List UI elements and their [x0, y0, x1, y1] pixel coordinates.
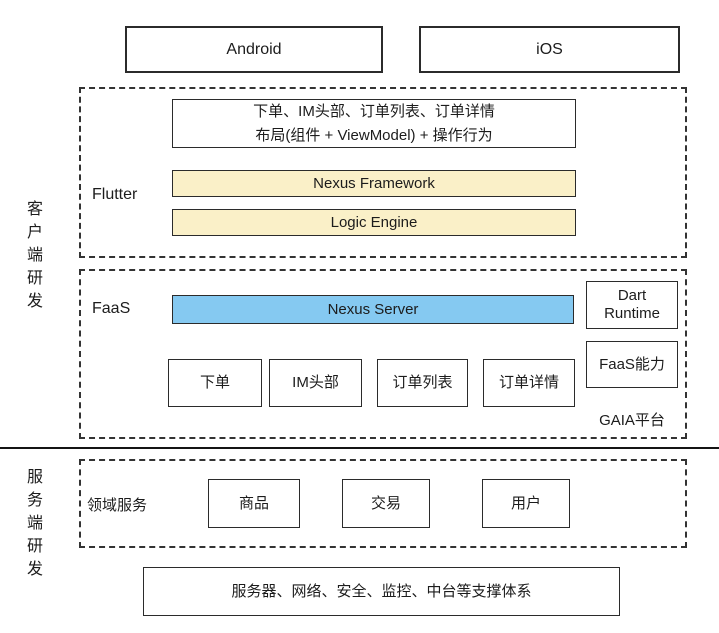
client-side-label: 客户端研发	[24, 200, 41, 315]
nexus-framework-box: Nexus Framework	[172, 170, 576, 197]
module-label: IM头部	[292, 374, 339, 391]
service-box-user: 用户	[482, 479, 570, 528]
dart-runtime-line2: Runtime	[604, 305, 660, 322]
nexus-framework-label: Nexus Framework	[313, 174, 435, 192]
flutter-content-line2: 布局(组件 + ViewModel) + 操作行为	[255, 126, 493, 144]
gaia-platform-label: GAIA平台	[599, 412, 665, 429]
flutter-content-box: 下单、IM头部、订单列表、订单详情 布局(组件 + ViewModel) + 操…	[172, 99, 576, 148]
ios-box: iOS	[419, 26, 680, 73]
service-box-goods: 商品	[208, 479, 300, 528]
module-label: 订单详情	[498, 374, 559, 391]
service-box-trade: 交易	[342, 479, 430, 528]
flutter-section	[79, 87, 687, 258]
module-box-im-header: IM头部	[269, 359, 362, 407]
nexus-server-label: Nexus Server	[327, 300, 419, 318]
server-side-label: 服务端研发	[24, 468, 41, 583]
faas-section	[79, 269, 687, 439]
infrastructure-label: 服务器、网络、安全、监控、中台等支撑体系	[231, 582, 532, 600]
faas-label: FaaS	[92, 300, 131, 317]
module-label: 下单	[199, 374, 230, 391]
service-label: 用户	[510, 494, 541, 512]
module-box-order-list: 订单列表	[377, 359, 468, 407]
dart-runtime-line1: Dart	[617, 287, 647, 304]
flutter-label: Flutter	[92, 186, 138, 203]
ios-label: iOS	[536, 40, 563, 58]
module-label: 订单列表	[392, 374, 453, 391]
faas-capability-box: FaaS能力	[586, 341, 678, 388]
module-box-order: 下单	[168, 359, 262, 407]
module-box-order-detail: 订单详情	[483, 359, 575, 407]
flutter-content-line1: 下单、IM头部、订单列表、订单详情	[253, 102, 495, 120]
faas-capability-label: FaaS能力	[599, 355, 665, 373]
logic-engine-label: Logic Engine	[330, 213, 418, 231]
logic-engine-box: Logic Engine	[172, 209, 576, 236]
android-box: Android	[125, 26, 383, 73]
service-label: 商品	[238, 494, 269, 512]
domain-services-section	[79, 459, 687, 548]
infrastructure-box: 服务器、网络、安全、监控、中台等支撑体系	[143, 567, 620, 616]
android-label: Android	[226, 40, 282, 58]
service-label: 交易	[370, 494, 401, 512]
dart-runtime-box: Dart Runtime	[586, 281, 678, 329]
nexus-server-box: Nexus Server	[172, 295, 574, 324]
domain-services-label: 领域服务	[87, 497, 148, 514]
client-server-divider	[0, 447, 719, 449]
